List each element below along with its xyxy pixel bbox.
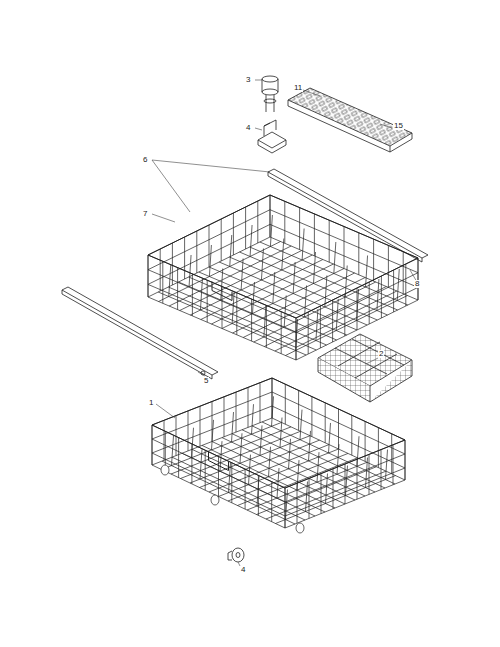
cutlery-basket — [318, 334, 412, 402]
rack-wheel — [296, 523, 304, 533]
callout-number: 6 — [142, 156, 148, 164]
callout-number: 8 — [414, 280, 420, 288]
rack-wheel — [211, 495, 219, 505]
callout-number: 11 — [293, 84, 303, 92]
silverware-tray — [288, 88, 412, 152]
callout-number: 4 — [245, 124, 251, 132]
dish-rack — [148, 195, 418, 360]
callout-number: 2 — [378, 350, 384, 358]
callout-number: 5 — [203, 377, 209, 385]
callout-number: 3 — [245, 76, 251, 84]
small-parts — [258, 76, 286, 153]
callout-number: 1 — [148, 399, 154, 407]
callout-number: 4 — [240, 566, 246, 574]
rack-wheel — [161, 465, 169, 475]
callout-number: 7 — [142, 210, 148, 218]
rack-wheel — [228, 548, 244, 562]
callout-number: 15 — [393, 122, 404, 130]
leader-lines — [152, 80, 417, 566]
